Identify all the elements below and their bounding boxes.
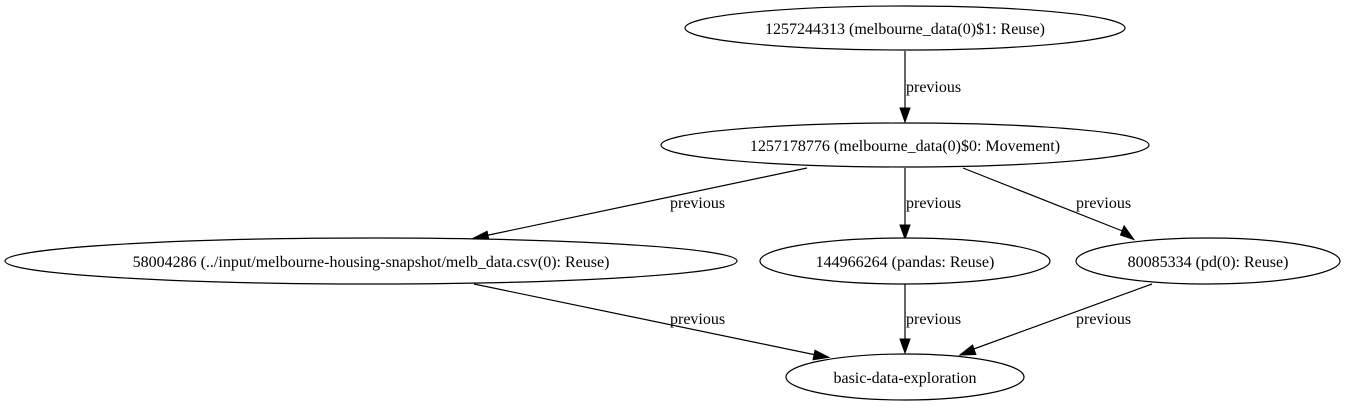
edge-move0-to-pd: previous bbox=[962, 167, 1136, 241]
edge-label: previous bbox=[1076, 195, 1131, 212]
edge-csv-to-root: previous bbox=[473, 283, 831, 361]
node-label: 1257178776 (melbourne_data(0)$0: Movemen… bbox=[750, 138, 1060, 155]
node-label: 80085334 (pd(0): Reuse) bbox=[1128, 254, 1289, 271]
edge-label: previous bbox=[906, 79, 961, 96]
node-label: 1257244313 (melbourne_data(0)$1: Reuse) bbox=[765, 21, 1045, 38]
edge-pandas-to-root: previous bbox=[899, 284, 961, 355]
node-melb-data-csv-reuse: 58004286 (../input/melbourne-housing-sna… bbox=[4, 237, 738, 285]
edge-label: previous bbox=[906, 311, 961, 328]
node-ellipse bbox=[684, 5, 1126, 51]
node-melbourne-data-0-movement: 1257178776 (melbourne_data(0)$0: Movemen… bbox=[660, 122, 1150, 168]
node-label: 144966264 (pandas: Reuse) bbox=[816, 254, 995, 271]
arrowhead-icon bbox=[899, 107, 911, 124]
node-ellipse bbox=[785, 353, 1025, 401]
arrowhead-icon bbox=[958, 344, 977, 356]
node-pandas-reuse: 144966264 (pandas: Reuse) bbox=[759, 237, 1051, 285]
edge-line bbox=[962, 167, 1126, 233]
arrowhead-icon bbox=[1119, 224, 1136, 241]
node-melbourne-data-1-reuse: 1257244313 (melbourne_data(0)$1: Reuse) bbox=[684, 5, 1126, 51]
edge-line bbox=[970, 283, 1153, 351]
edge-label: previous bbox=[670, 311, 725, 328]
edge-line bbox=[483, 167, 808, 237]
edge-move0-to-pandas: previous bbox=[899, 168, 961, 241]
edge-pd-to-root: previous bbox=[958, 283, 1153, 356]
node-basic-data-exploration: basic-data-exploration bbox=[785, 353, 1025, 401]
node-ellipse bbox=[759, 237, 1051, 285]
node-label: 58004286 (../input/melbourne-housing-sna… bbox=[133, 254, 610, 271]
node-label: basic-data-exploration bbox=[833, 370, 976, 387]
edge-move0-to-csv: previous bbox=[471, 167, 808, 242]
edge-label: previous bbox=[1076, 311, 1131, 328]
node-ellipse bbox=[1075, 237, 1341, 285]
node-ellipse bbox=[660, 122, 1150, 168]
arrowhead-icon bbox=[899, 224, 911, 241]
edge-label: previous bbox=[906, 195, 961, 212]
edge-reuse1-to-move0: previous bbox=[899, 51, 961, 124]
node-ellipse bbox=[4, 237, 738, 285]
node-pd-reuse: 80085334 (pd(0): Reuse) bbox=[1075, 237, 1341, 285]
arrowhead-icon bbox=[899, 338, 911, 355]
edge-label: previous bbox=[670, 195, 725, 212]
arrowhead-icon bbox=[812, 349, 831, 361]
edge-line bbox=[473, 283, 817, 356]
